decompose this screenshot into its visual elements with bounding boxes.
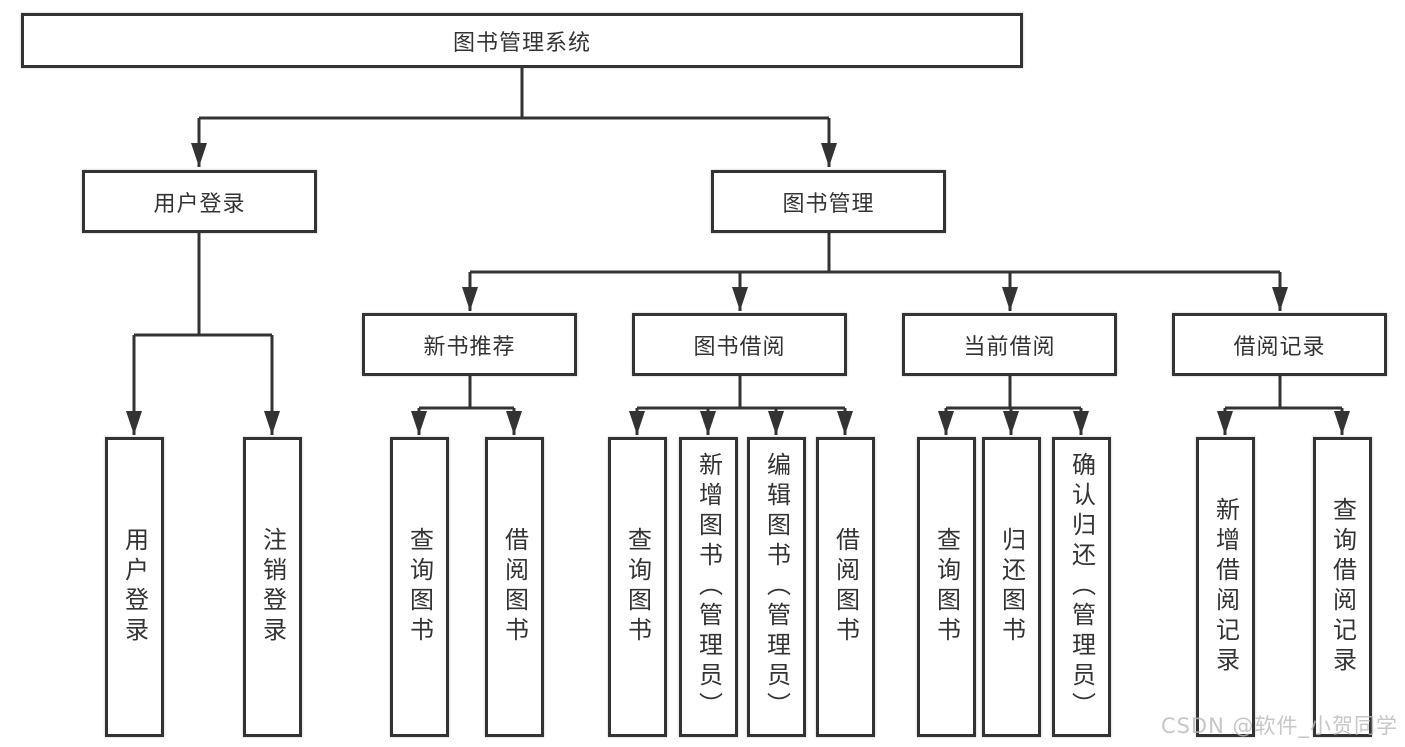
node-library-management-system: 图书管理系统 <box>21 13 1023 68</box>
leaf-query-books-borrow-label: 查询图书 <box>623 527 652 647</box>
leaf-add-books-admin: 新增图书（管理员） <box>679 437 738 737</box>
leaf-query-borrow-record: 查询借阅记录 <box>1313 437 1372 737</box>
leaf-return-books-label: 归还图书 <box>997 527 1026 647</box>
leaf-query-books-borrow: 查询图书 <box>608 437 667 737</box>
node-new-book-recommendation: 新书推荐 <box>362 313 577 376</box>
leaf-logout-label: 注销登录 <box>258 527 287 647</box>
node-borrowing-records: 借阅记录 <box>1172 313 1387 376</box>
leaf-confirm-return-admin: 确认归还（管理员） <box>1052 437 1111 737</box>
leaf-query-books-recommend: 查询图书 <box>390 437 449 737</box>
node-user-login-branch: 用户登录 <box>82 170 317 233</box>
leaf-user-login-label: 用户登录 <box>120 527 149 647</box>
node-book-borrowing: 图书借阅 <box>632 313 847 376</box>
leaf-query-borrow-record-label: 查询借阅记录 <box>1328 497 1357 677</box>
leaf-edit-books-admin-label: 编辑图书（管理员） <box>762 452 791 722</box>
csdn-watermark: CSDN @软件_小贺同学 <box>1160 714 1398 738</box>
leaf-edit-books-admin: 编辑图书（管理员） <box>747 437 806 737</box>
leaf-query-books-current: 查询图书 <box>917 437 976 737</box>
leaf-logout: 注销登录 <box>243 437 302 737</box>
node-current-borrowing: 当前借阅 <box>902 313 1117 376</box>
leaf-borrow-books-recommend: 借阅图书 <box>485 437 544 737</box>
leaf-add-borrow-record: 新增借阅记录 <box>1196 437 1255 737</box>
leaf-query-books-recommend-label: 查询图书 <box>405 527 434 647</box>
leaf-add-borrow-record-label: 新增借阅记录 <box>1211 497 1240 677</box>
leaf-query-books-current-label: 查询图书 <box>932 527 961 647</box>
leaf-borrow-books: 借阅图书 <box>816 437 875 737</box>
node-book-management-branch: 图书管理 <box>711 170 946 233</box>
leaf-confirm-return-admin-label: 确认归还（管理员） <box>1067 452 1096 722</box>
leaf-add-books-admin-label: 新增图书（管理员） <box>694 452 723 722</box>
leaf-borrow-books-label: 借阅图书 <box>831 527 860 647</box>
leaf-return-books: 归还图书 <box>982 437 1041 737</box>
leaf-user-login: 用户登录 <box>105 437 164 737</box>
leaf-borrow-books-recommend-label: 借阅图书 <box>500 527 529 647</box>
